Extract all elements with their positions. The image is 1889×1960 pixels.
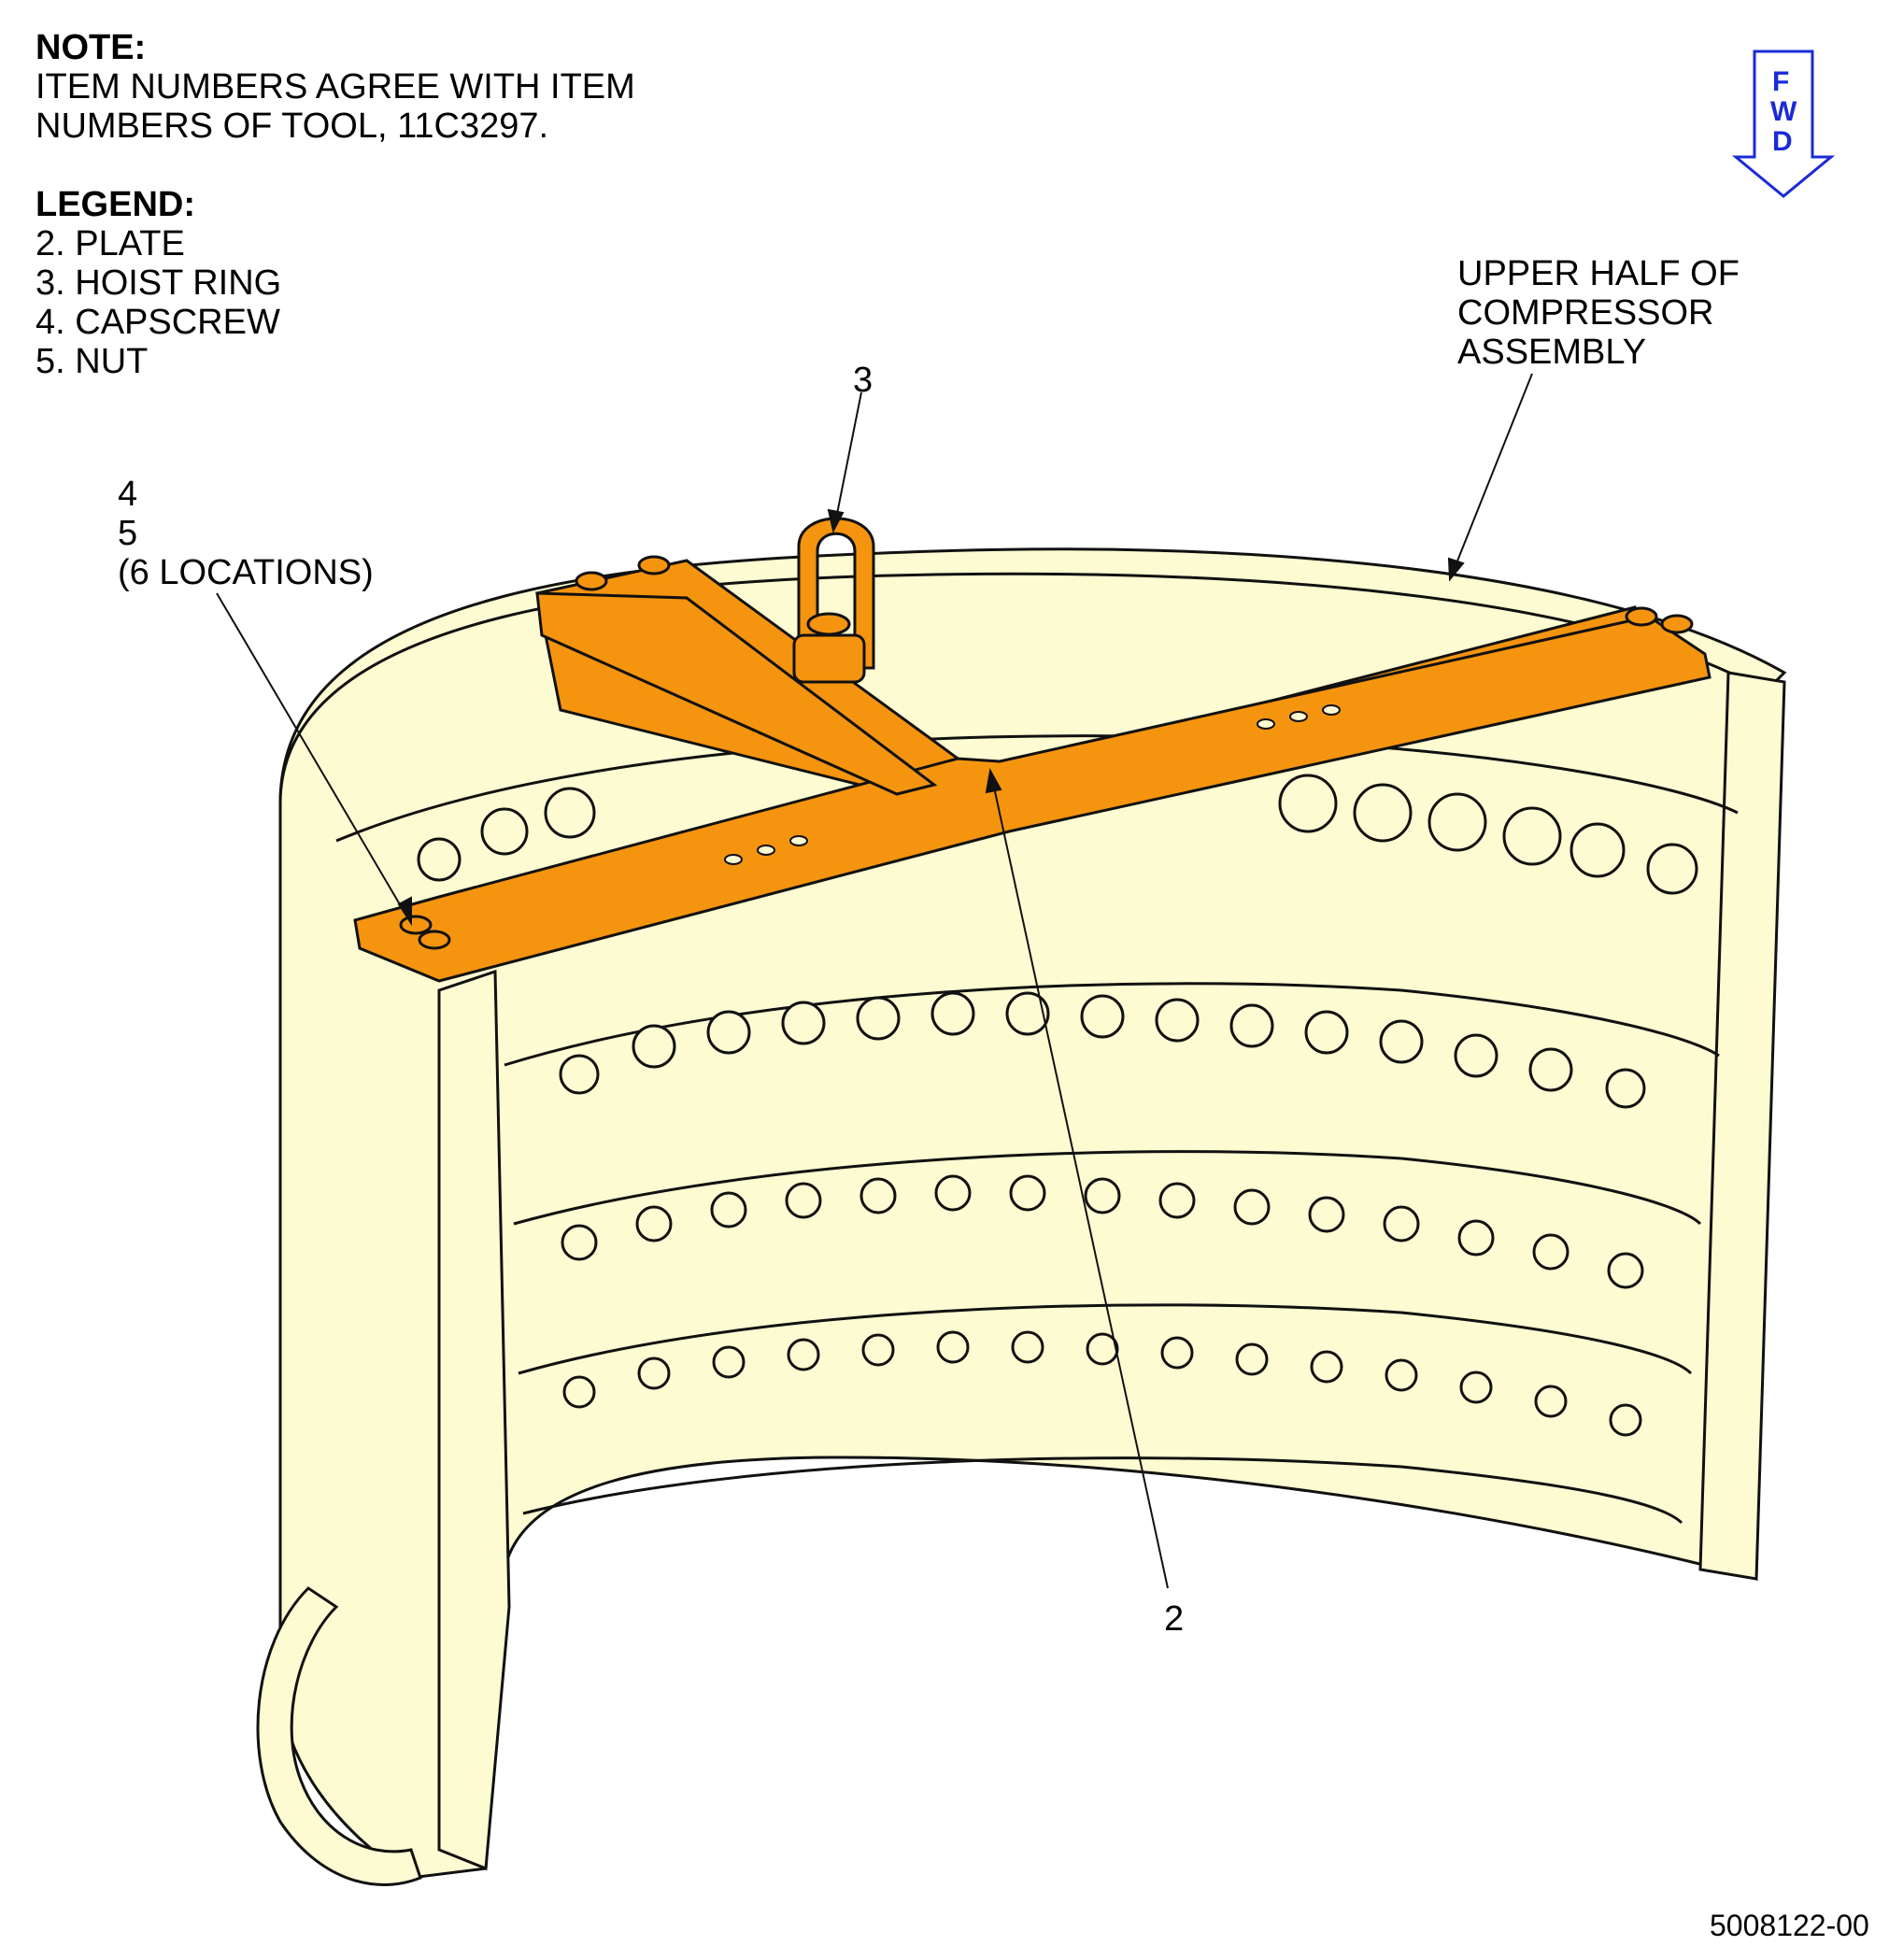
left-split-flange	[437, 969, 511, 1871]
hoist-ring	[792, 517, 875, 684]
callout-item-5: 5	[118, 514, 138, 553]
note-heading: NOTE:	[36, 28, 147, 67]
callout-item-2: 2	[1164, 1599, 1185, 1639]
note-line-2: NUMBERS OF TOOL, 11C3297.	[36, 107, 549, 146]
legend-item-hoist-ring: 3. HOIST RING	[36, 263, 282, 303]
figure-id: 5008122-00	[1710, 1909, 1869, 1942]
legend-item-capscrew: 4. CAPSCREW	[36, 303, 280, 342]
fwd-letter-d: D	[1772, 126, 1793, 157]
legend-heading: LEGEND:	[36, 185, 195, 224]
plate-holes	[724, 704, 1341, 865]
fwd-arrow-icon	[1731, 50, 1836, 198]
callout-item-3: 3	[853, 361, 873, 400]
legend-item-nut: 5. NUT	[36, 342, 149, 381]
front-flange	[256, 1586, 422, 1886]
right-split-flange	[1698, 671, 1786, 1581]
callout-assembly-line-2: COMPRESSOR	[1457, 293, 1714, 333]
compressor-casing	[256, 547, 1787, 1886]
fwd-letter-f: F	[1772, 66, 1790, 97]
callout-assembly-line-1: UPPER HALF OF	[1457, 254, 1740, 293]
capscrew-nut-set	[399, 555, 1694, 950]
fwd-letter-w: W	[1770, 96, 1797, 127]
note-line-1: ITEM NUMBERS AGREE WITH ITEM	[36, 67, 635, 107]
callout-assembly-line-3: ASSEMBLY	[1457, 333, 1647, 372]
vane-bosses	[417, 774, 1698, 1437]
callout-item-4: 4	[118, 475, 138, 514]
callout-locations: (6 LOCATIONS)	[118, 553, 374, 592]
legend-item-plate: 2. PLATE	[36, 224, 185, 263]
leader-lines	[216, 373, 1533, 1589]
